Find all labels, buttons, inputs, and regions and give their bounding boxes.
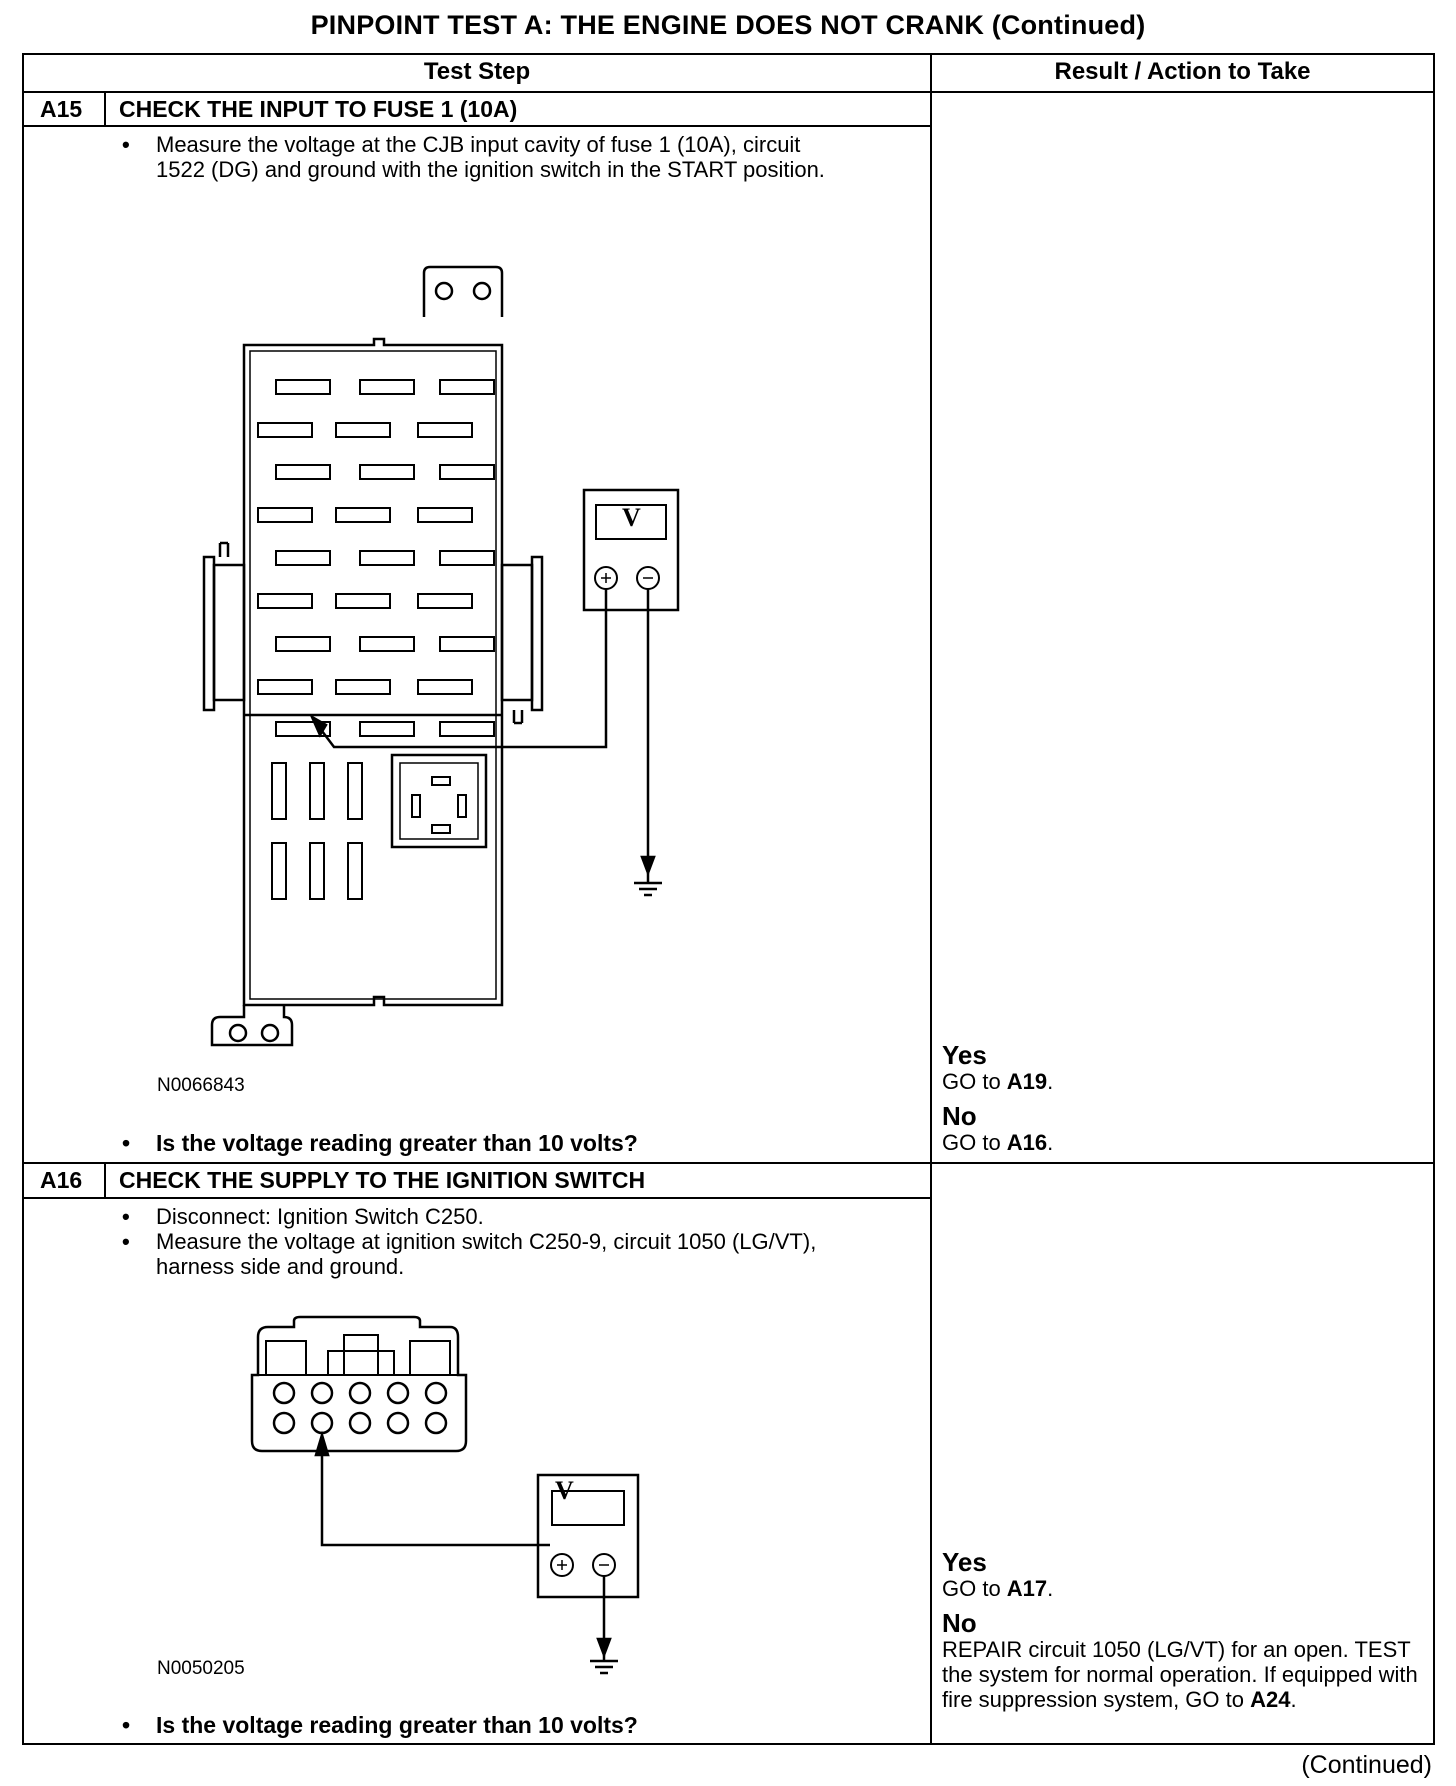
step-id: A15 <box>40 96 83 122</box>
no-action-text: REPAIR circuit 1050 (LG/VT) for an open.… <box>942 1637 1418 1712</box>
yes-action: GO to A17. <box>942 1576 1054 1601</box>
voltmeter <box>314 1430 640 1675</box>
figure-id: N0066843 <box>157 1075 245 1096</box>
yes-action-text: GO to <box>942 1069 1007 1094</box>
result-no: No GO to A16. <box>942 1102 1053 1155</box>
a15-id-divider <box>104 91 106 125</box>
no-action-text: GO to <box>942 1130 1007 1155</box>
yes-label: Yes <box>942 1547 987 1577</box>
no-label: No <box>942 1101 977 1131</box>
step-title: CHECK THE SUPPLY TO THE IGNITION SWITCH <box>119 1167 646 1193</box>
instruction-item: Disconnect: Ignition Switch C250. <box>120 1204 840 1229</box>
a16-id-divider <box>104 1162 106 1197</box>
no-target-link[interactable]: A16 <box>1006 1130 1048 1155</box>
yes-target-link[interactable]: A19 <box>1006 1069 1048 1094</box>
header-divider <box>24 91 1433 93</box>
page-title: PINPOINT TEST A: THE ENGINE DOES NOT CRA… <box>310 10 1146 40</box>
no-action: REPAIR circuit 1050 (LG/VT) for an open.… <box>942 1637 1418 1712</box>
instruction-item: Measure the voltage at the CJB input cav… <box>120 132 840 182</box>
header-test-step: Test Step <box>423 58 531 85</box>
yes-target-link[interactable]: A17 <box>1006 1576 1048 1601</box>
column-divider <box>930 55 932 1743</box>
figure-id: N0050205 <box>157 1658 245 1679</box>
yes-action: GO to A19. <box>942 1069 1054 1094</box>
step-question: Is the voltage reading greater than 10 v… <box>120 1712 638 1739</box>
step-instructions: Disconnect: Ignition Switch C250. Measur… <box>120 1204 840 1279</box>
result-yes: Yes GO to A19. <box>942 1041 1053 1094</box>
no-label: No <box>942 1608 977 1638</box>
instruction-item: Measure the voltage at ignition switch C… <box>120 1229 840 1279</box>
step-instructions: Measure the voltage at the CJB input cav… <box>120 132 840 182</box>
step-question: Is the voltage reading greater than 10 v… <box>120 1130 638 1157</box>
continued-footer: (Continued) <box>1301 1751 1432 1779</box>
yes-action-text: GO to <box>942 1576 1007 1601</box>
fuse-box-diagram <box>202 265 680 1047</box>
yes-label: Yes <box>942 1040 987 1070</box>
result-no: No REPAIR circuit 1050 (LG/VT) for an op… <box>942 1609 1426 1712</box>
no-action: GO to A16. <box>942 1130 1054 1155</box>
no-target-link[interactable]: A24 <box>1250 1687 1291 1712</box>
step-title: CHECK THE INPUT TO FUSE 1 (10A) <box>119 96 518 122</box>
step-id: A16 <box>40 1167 83 1193</box>
a16-title-divider <box>24 1197 930 1199</box>
step-divider <box>24 1162 1433 1164</box>
result-yes: Yes GO to A17. <box>942 1548 1053 1601</box>
fuse-row <box>257 379 495 737</box>
ignition-connector-diagram <box>250 1315 640 1675</box>
meter-label: V <box>622 503 641 532</box>
voltmeter <box>309 488 680 897</box>
a15-title-divider <box>24 125 930 127</box>
meter-label: V <box>555 1476 574 1505</box>
test-table: Test Step Result / Action to Take A15 CH… <box>22 53 1435 1745</box>
header-result: Result / Action to Take <box>1054 58 1311 85</box>
